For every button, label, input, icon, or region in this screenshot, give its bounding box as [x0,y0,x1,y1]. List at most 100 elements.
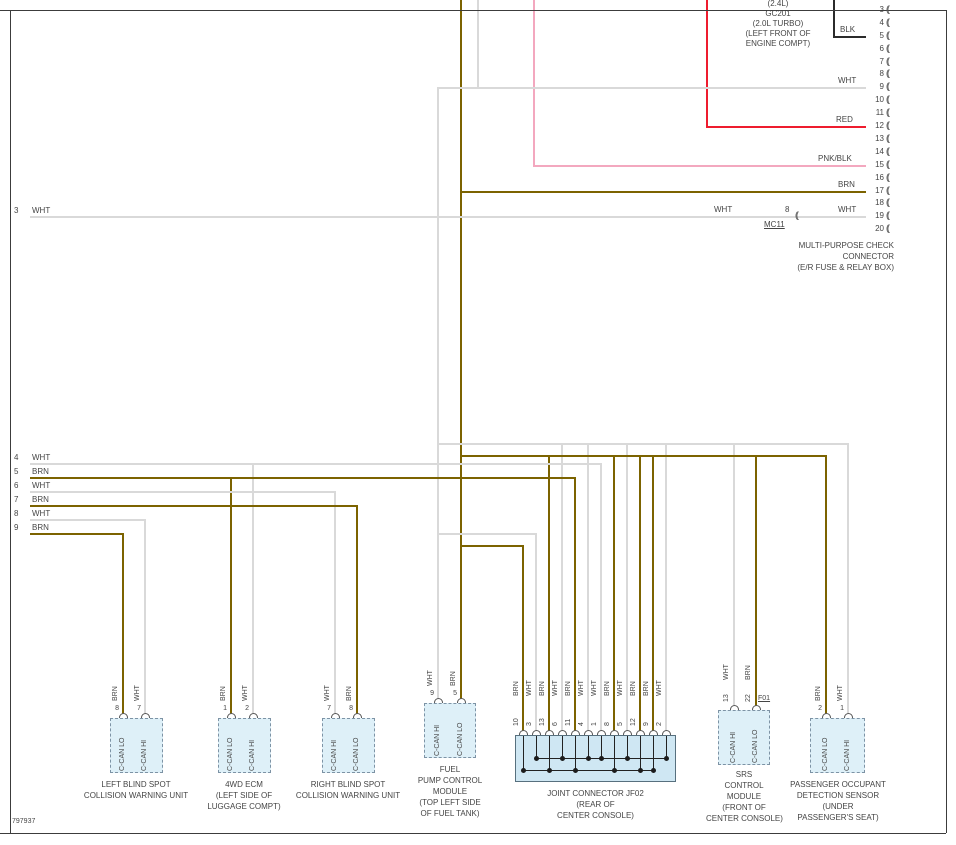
wire-color-label: WHT [838,205,857,214]
caption-line: (E/R FUSE & RELAY BOX) [797,263,894,272]
pin-socket-icon: (( [886,159,890,169]
blk-ground-wire [833,0,835,37]
connector-pin-number: 11 [875,108,884,117]
wire-color-label: WHT [838,76,857,85]
wire-color-label: WHT [32,453,51,462]
connector-pin-number: 17 [875,186,884,195]
wire-color-label: BRN [643,681,650,696]
wire-ref-number: 8 [14,509,19,518]
can-hi-wire [600,463,602,735]
pin-socket-icon: (( [886,107,890,117]
caption-line: (UNDER [822,802,854,811]
jf02-junction-dot [521,768,526,773]
component-box-fuel-pump-module [424,703,476,758]
caption-line: (2.4L) [767,0,789,8]
wire-color-label: WHT [552,680,559,696]
pnk-blk-wire [533,0,535,166]
connector-pin-number: 9 [879,82,884,91]
connector-pin-number: 7 [879,57,884,66]
jf02-junction-dot [651,768,656,773]
caption-line: SRS [735,770,753,779]
can-hi-wire [30,463,602,465]
can-hi-wire [477,0,479,88]
caption-line: COLLISION WARNING UNIT [295,791,401,800]
component-pin-number: 1 [840,705,844,712]
caption-line: (TOP LEFT SIDE [419,798,481,807]
pin-socket-icon: (( [886,172,890,182]
component-pin-number: 1 [591,722,598,726]
wire-color-label: BRN [815,686,822,701]
component-box-occupant-sensor [810,718,865,773]
wire-color-label: BRN [346,686,353,701]
connector-pin-number: 18 [875,198,884,207]
can-hi-wire [561,443,563,735]
can-hi-wire [437,87,866,89]
jf02-junction-dot [534,756,539,761]
connector-pin-number: 15 [875,160,884,169]
wire-color-label: BRN [32,523,49,532]
can-hi-wire [733,443,735,710]
caption-line: (FRONT OF [722,803,766,812]
caption-line: PUMP CONTROL [417,776,483,785]
pin-signal-label: C-CAN HI [730,731,737,763]
component-pin-number: 2 [656,722,663,726]
wire-color-label: BRN [838,180,855,189]
jf02-internal-stub [575,736,576,771]
jf02-internal-stub [653,736,654,771]
connector-pin-number: 6 [879,44,884,53]
caption-line: 4WD ECM [225,780,263,789]
wire-ref-number: 4 [14,453,19,462]
component-pin-number: 6 [552,722,559,726]
component-pin-number: 13 [723,694,730,702]
wire-color-label: WHT [617,680,624,696]
jf02-internal-stub [588,736,589,759]
caption-line: (REAR OF [576,800,615,809]
can-lo-wire [548,455,550,735]
connector-pin-number: 20 [875,224,884,233]
pin-socket-icon: (( [886,146,890,156]
wire-color-label: BRN [112,686,119,701]
pin-socket-icon: (( [886,17,890,27]
pin-socket-icon: (( [886,94,890,104]
wire-color-label: WHT [134,685,141,701]
can-lo-wire [755,455,757,710]
pin-signal-label: C-CAN LO [119,737,126,771]
jf02-internal-bus [523,770,654,771]
component-pin-number: 13 [539,718,546,726]
component-caption: RIGHT BLIND SPOT COLLISION WARNING UNIT [288,779,408,801]
terminal-arc-icon [249,713,258,718]
terminal-arc-icon [331,713,340,718]
wire-ref-number: 7 [14,495,19,504]
jf02-internal-stub [627,736,628,759]
multi-purpose-connector-caption: MULTI-PURPOSE CHECK CONNECTOR (E/R FUSE … [758,240,894,273]
component-pin-number: 3 [526,722,533,726]
component-pin-number: 12 [630,718,637,726]
can-lo-wire [460,545,524,547]
jf02-junction-dot [612,768,617,773]
caption-line: DETECTION SENSOR [796,791,880,800]
inline-connector-label: MC11 [764,220,785,229]
component-box-srs-module [718,710,770,765]
can-lo-wire [30,533,123,535]
component-caption: PASSENGER OCCUPANT DETECTION SENSOR (UND… [783,779,893,823]
can-hi-wire [30,491,335,493]
wire-color-label: WHT [427,670,434,686]
wire-ref-number: 6 [14,481,19,490]
jf02-internal-stub [640,736,641,771]
wire-color-label: BRN [604,681,611,696]
component-pin-number: 22 [745,694,752,702]
terminal-arc-icon [353,713,362,718]
jf02-junction-dot [625,756,630,761]
component-pin-number: 7 [327,705,331,712]
terminal-arc-icon [571,730,580,735]
red-wire [706,0,708,127]
can-hi-wire [665,443,667,735]
terminal-arc-icon [597,730,606,735]
terminal-arc-icon [662,730,671,735]
terminal-arc-icon [623,730,632,735]
connector-id-label: F01 [758,695,771,702]
component-pin-number: 7 [137,705,141,712]
terminal-arc-icon [434,698,443,703]
terminal-arc-icon [584,730,593,735]
caption-line: LEFT BLIND SPOT [101,780,171,789]
